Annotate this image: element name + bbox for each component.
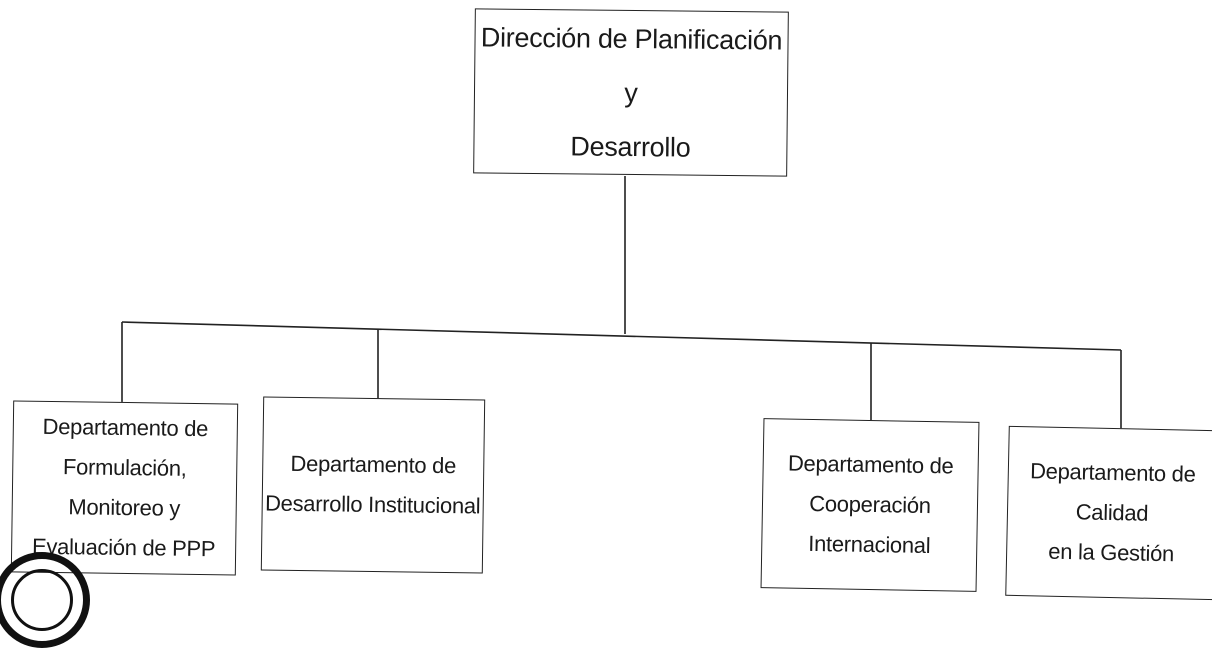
dept-node-label-line2: Desarrollo Institucional — [264, 490, 481, 519]
dept-node-label-line1: Departamento de Calidad — [1029, 458, 1196, 526]
certified-seal-stamp — [0, 552, 90, 648]
root-node-label-line1: Dirección de Planificación y — [480, 21, 783, 108]
dept-node-formulacion: Departamento de Formulación, Monitoreo y… — [10, 400, 239, 576]
connector-lines — [121, 176, 1122, 429]
dept-node-label-line2: Cooperación Internacional — [808, 490, 931, 559]
dept-node-label-line1: Departamento de — [290, 450, 457, 479]
root-node-label-line2: Desarrollo — [570, 130, 691, 163]
dept-node-cooperacion: Departamento de Cooperación Internaciona… — [760, 418, 980, 592]
dept-node-label-line1: Departamento de — [42, 413, 209, 442]
dept-node-desarrollo-institucional: Departamento de Desarrollo Institucional — [260, 396, 486, 574]
dept-node-label-line2: Formulación, Monitoreo y — [62, 454, 187, 521]
dept-node-calidad: Departamento de Calidad en la Gestión — [1005, 425, 1212, 601]
horizontal-bus-line — [121, 321, 1122, 351]
dept-node-label-line2: en la Gestión — [1048, 538, 1175, 567]
dept-node-label-line1: Departamento de — [787, 450, 954, 479]
root-node-direccion: Dirección de Planificación y Desarrollo — [473, 8, 789, 177]
